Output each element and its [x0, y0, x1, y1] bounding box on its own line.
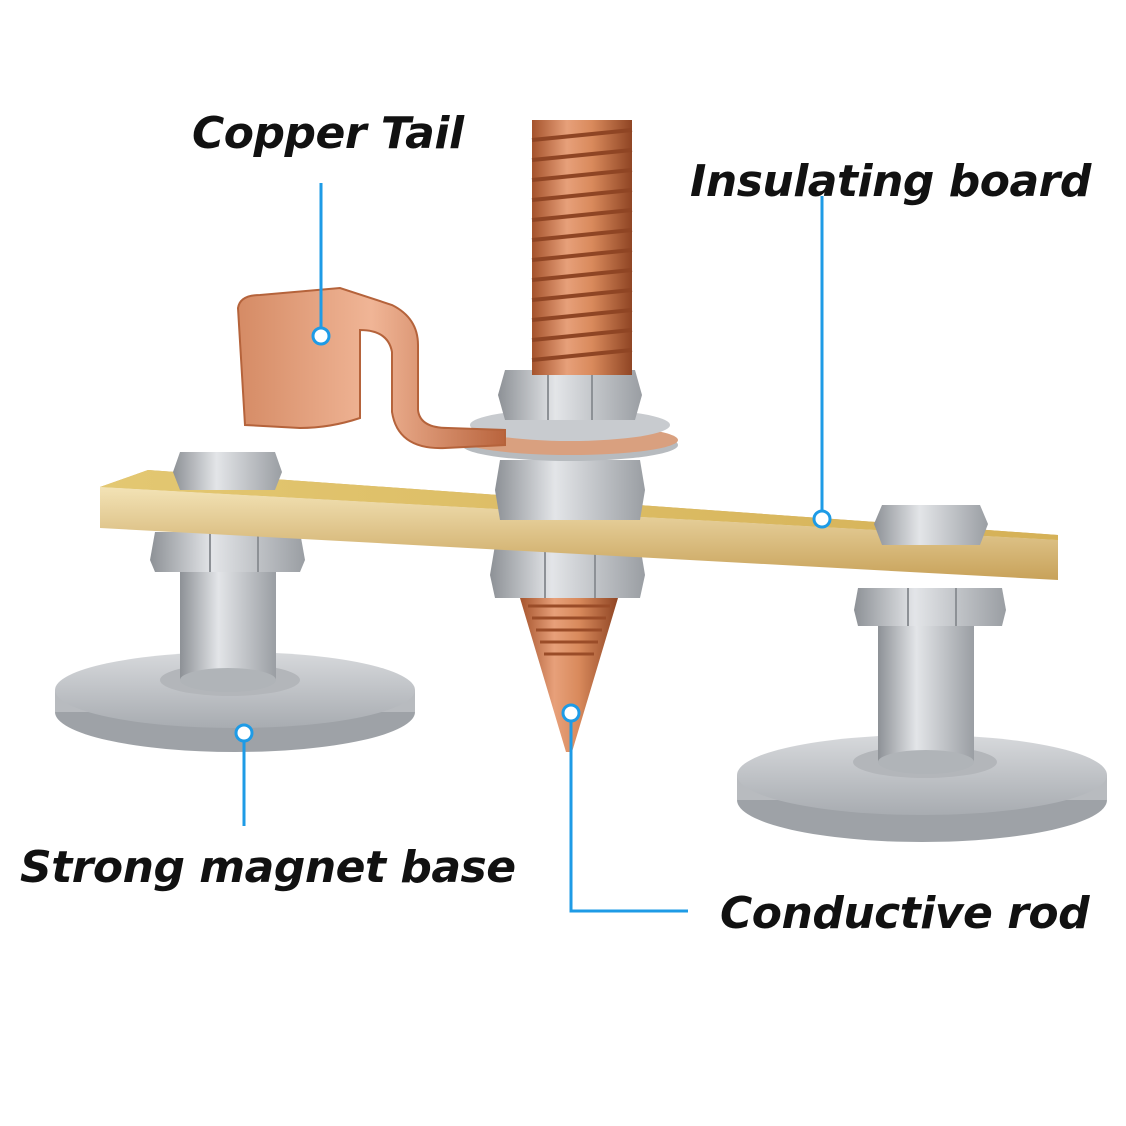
center-upper-nut-stack — [462, 370, 678, 520]
left-top-nut — [173, 452, 282, 490]
insulating-board-leader-line — [812, 196, 832, 529]
leader-lines — [234, 183, 832, 913]
magnet-base-leader-line — [234, 723, 254, 826]
right-magnet-base — [737, 620, 1107, 842]
center-lower-nut — [490, 545, 645, 598]
copper-tail-clip — [236, 286, 506, 450]
left-magnet-base — [55, 555, 415, 752]
right-top-nut — [874, 505, 988, 545]
right-lower-nut — [854, 588, 1006, 626]
copper-tail-label: Copper Tail — [192, 108, 464, 159]
left-lower-nut — [150, 532, 305, 572]
conductive-rod-tip — [520, 598, 618, 752]
insulating-board-label: Insulating board — [690, 156, 1091, 207]
strong-magnet-base-label: Strong magnet base — [20, 842, 516, 893]
conductive-rod-leader-line — [561, 703, 688, 913]
copper-tail-leader-line — [311, 183, 331, 346]
conductive-rod-label: Conductive rod — [720, 888, 1090, 939]
threaded-copper-rod — [531, 120, 633, 375]
